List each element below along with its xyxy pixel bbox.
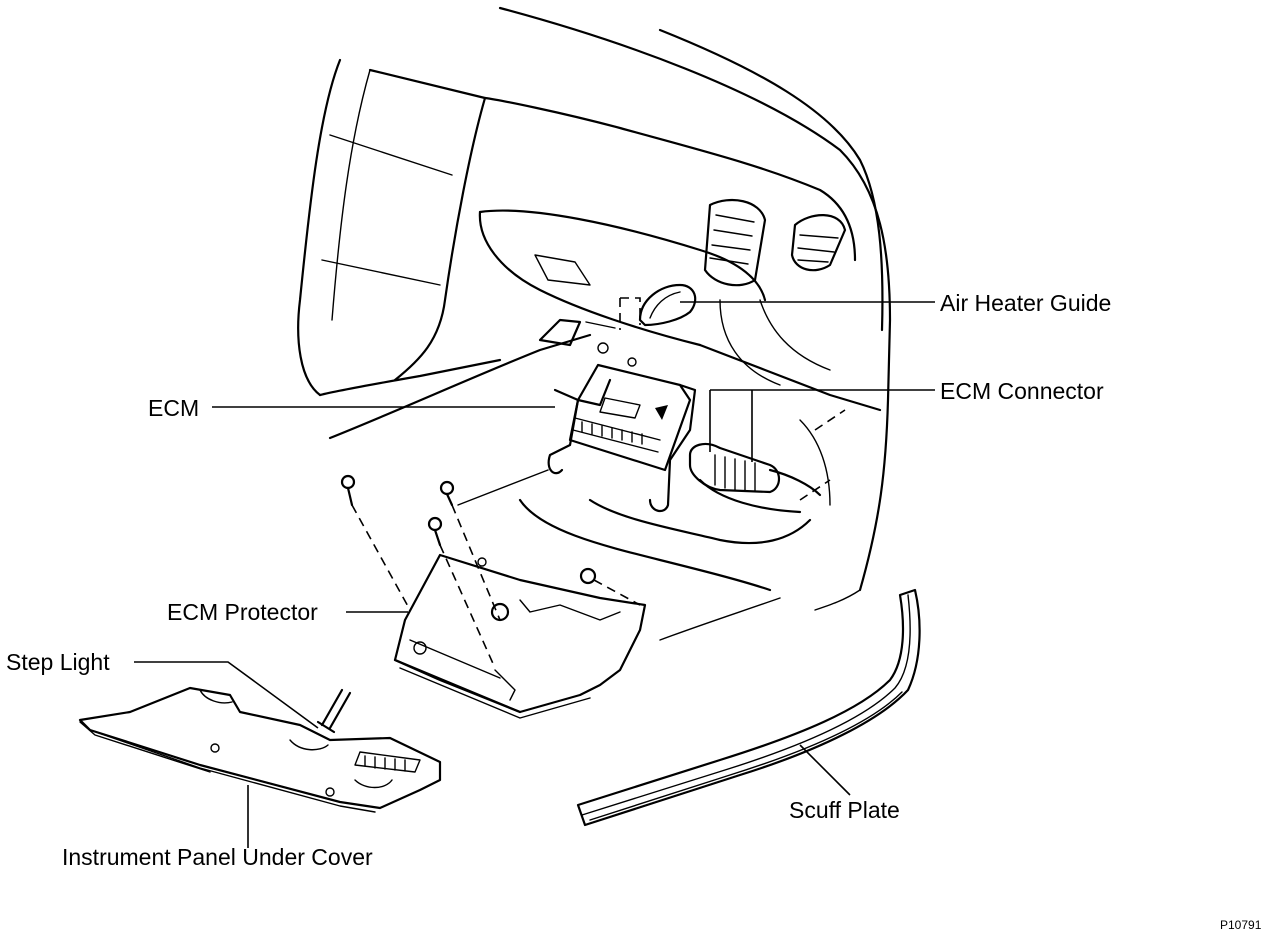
- label-ecm: ECM: [148, 395, 200, 421]
- label-air-heater-guide: Air Heater Guide: [940, 290, 1112, 316]
- dashboard-outline: [297, 6, 892, 641]
- label-step-light: Step Light: [6, 649, 110, 675]
- scuff-plate-part: [576, 588, 921, 827]
- ecm-connector-part: [688, 442, 822, 514]
- ecm-unit: [538, 318, 697, 513]
- label-instrument-panel-under-cover: Instrument Panel Under Cover: [62, 844, 373, 870]
- under-cover-part: [78, 686, 442, 813]
- air-heater-guide-part: [619, 283, 697, 330]
- leader-lines: [134, 301, 935, 848]
- fastener-bolts: [340, 469, 641, 669]
- label-ecm-protector: ECM Protector: [167, 599, 318, 625]
- label-scuff-plate: Scuff Plate: [789, 797, 900, 823]
- step-light-part: [316, 688, 352, 734]
- label-ecm-connector: ECM Connector: [940, 378, 1104, 404]
- figure-id: P10791: [1220, 918, 1262, 932]
- ecm-protector-part: [393, 553, 647, 719]
